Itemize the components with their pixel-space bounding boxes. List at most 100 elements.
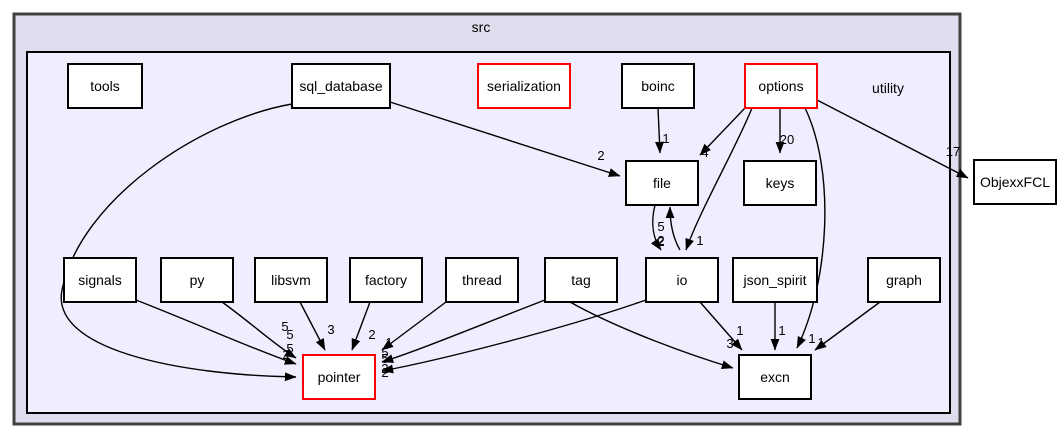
node-signals[interactable]: signals xyxy=(63,257,137,303)
edge-label-graph-excn: 1 xyxy=(817,335,824,350)
edge-io-to-excn xyxy=(699,301,743,351)
cluster-label-utility: utility xyxy=(872,80,904,96)
node-label-libsvm: libsvm xyxy=(271,272,311,288)
edge-factory-to-pointer xyxy=(351,301,371,351)
edge-tag-to-pointer xyxy=(381,299,546,363)
node-thread[interactable]: thread xyxy=(445,257,519,303)
node-box-signals[interactable] xyxy=(63,257,137,303)
node-box-py[interactable] xyxy=(160,257,234,303)
edge-label-io-excn: 1 xyxy=(736,323,743,338)
edge-thread-to-pointer xyxy=(381,301,447,351)
node-box-json_spirit[interactable] xyxy=(732,257,818,303)
node-tag[interactable]: tag xyxy=(544,257,618,303)
node-pointer[interactable]: pointer xyxy=(302,354,376,400)
node-box-libsvm[interactable] xyxy=(254,257,328,303)
edge-label-io-pointer: 2 xyxy=(381,365,388,380)
edge-label-libsvm-pointer: 3 xyxy=(327,322,334,337)
node-label-ObjexxFCL: ObjexxFCL xyxy=(980,174,1050,190)
edge-multiplicity-label: 2 xyxy=(282,347,289,362)
edge-options-to-file xyxy=(699,107,746,156)
node-options[interactable]: options xyxy=(744,63,818,109)
edge-label-options-file: 4 xyxy=(701,145,708,160)
node-label-serialization: serialization xyxy=(487,78,561,94)
edge-label-sql_database-file: 2 xyxy=(597,148,604,163)
node-label-sql_database: sql_database xyxy=(299,78,383,94)
edge-label-tag-pointer: 5 xyxy=(381,351,388,366)
node-io[interactable]: io xyxy=(645,257,719,303)
node-box-excn[interactable] xyxy=(738,354,812,400)
node-box-graph[interactable] xyxy=(867,257,941,303)
edge-label-io-file: 2 xyxy=(657,233,664,248)
node-graph[interactable]: graph xyxy=(867,257,941,303)
edge-options-to-io xyxy=(685,107,753,251)
edges-layer xyxy=(60,99,969,382)
node-excn[interactable]: excn xyxy=(738,354,812,400)
edge-label-file-io: 5 xyxy=(657,219,664,234)
edge-label-boinc-file: 1 xyxy=(662,131,669,146)
edge-libsvm-to-pointer xyxy=(299,301,326,351)
edge-boinc-to-file xyxy=(655,107,664,154)
node-box-options[interactable] xyxy=(744,63,818,109)
node-label-io: io xyxy=(677,272,688,288)
node-label-py: py xyxy=(190,272,205,288)
node-label-keys: keys xyxy=(766,175,795,191)
node-label-pointer: pointer xyxy=(318,369,361,385)
edge-multiplicity-label: 2 xyxy=(381,361,388,376)
node-label-tag: tag xyxy=(571,272,590,288)
node-label-excn: excn xyxy=(760,369,790,385)
node-py[interactable]: py xyxy=(160,257,234,303)
edge-tag-to-excn xyxy=(569,301,734,370)
node-box-boinc[interactable] xyxy=(621,63,695,109)
edge-multiplicity-label: 5 xyxy=(381,345,388,360)
node-box-io[interactable] xyxy=(645,257,719,303)
edge-multiplicity-label: 5 xyxy=(281,319,288,334)
cluster-box-utility xyxy=(26,51,951,414)
node-label-tools: tools xyxy=(90,78,120,94)
cluster-label-src: src xyxy=(472,19,491,35)
node-factory[interactable]: factory xyxy=(349,257,423,303)
node-box-tools[interactable] xyxy=(67,63,143,109)
node-tools[interactable]: tools xyxy=(67,63,143,109)
edge-label-py-pointer: 5 xyxy=(286,341,293,356)
edge-label-options-io: 1 xyxy=(696,233,703,248)
node-box-tag[interactable] xyxy=(544,257,618,303)
node-box-pointer[interactable] xyxy=(302,354,376,400)
node-sql_database[interactable]: sql_database xyxy=(291,63,391,109)
node-label-signals: signals xyxy=(78,272,122,288)
node-box-thread[interactable] xyxy=(445,257,519,303)
edge-label-factory-pointer: 2 xyxy=(368,327,375,342)
edge-graph-to-excn xyxy=(814,301,881,351)
edge-options-to-excn xyxy=(796,107,826,349)
edge-file-to-io xyxy=(650,204,662,251)
edge-options-to-ObjexxFCL xyxy=(816,99,969,179)
node-box-ObjexxFCL[interactable] xyxy=(973,159,1057,205)
edge-label-options-keys: 20 xyxy=(780,132,794,147)
node-boinc[interactable]: boinc xyxy=(621,63,695,109)
node-json_spirit[interactable]: json_spirit xyxy=(732,257,818,303)
edge-label-options-ObjexxFCL: 17 xyxy=(946,144,960,159)
node-label-factory: factory xyxy=(365,272,407,288)
node-box-keys[interactable] xyxy=(743,160,817,206)
node-serialization[interactable]: serialization xyxy=(477,63,571,109)
edge-multiplicity-label: 2 xyxy=(657,234,664,249)
node-box-factory[interactable] xyxy=(349,257,423,303)
edge-label-thread-pointer: 1 xyxy=(385,335,392,350)
node-label-json_spirit: json_spirit xyxy=(742,272,806,288)
node-box-sql_database[interactable] xyxy=(291,63,391,109)
cluster-utility: utility xyxy=(26,51,951,414)
edge-signals-to-pointer xyxy=(135,299,297,365)
node-keys[interactable]: keys xyxy=(743,160,817,206)
node-ObjexxFCL[interactable]: ObjexxFCL xyxy=(973,159,1057,205)
node-libsvm[interactable]: libsvm xyxy=(254,257,328,303)
edge-label-json_spirit-excn: 1 xyxy=(778,323,785,338)
node-box-serialization[interactable] xyxy=(477,63,571,109)
node-label-options: options xyxy=(758,78,803,94)
edge-py-to-pointer xyxy=(221,301,297,359)
node-label-thread: thread xyxy=(462,272,502,288)
node-box-file[interactable] xyxy=(625,160,699,206)
edge-sql_database-to-pointer xyxy=(60,103,297,382)
node-file[interactable]: file xyxy=(625,160,699,206)
